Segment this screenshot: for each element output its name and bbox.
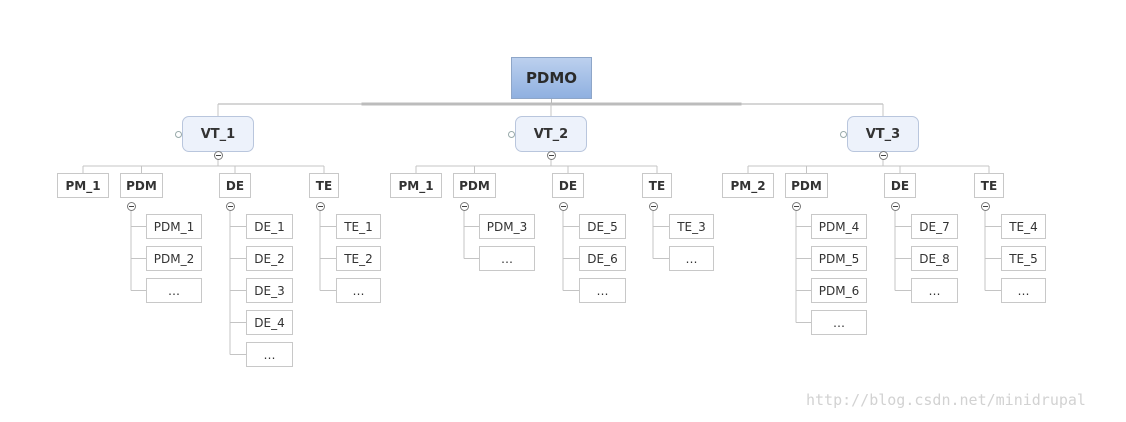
category-node-te[interactable]: TE	[309, 173, 339, 198]
collapse-toggle-icon[interactable]	[546, 150, 556, 160]
collapse-toggle-icon[interactable]	[126, 201, 136, 211]
leaf-node[interactable]: DE_8	[911, 246, 958, 271]
more-items-node[interactable]: …	[579, 278, 626, 303]
collapse-toggle-icon[interactable]	[225, 201, 235, 211]
more-items-node[interactable]: …	[911, 278, 958, 303]
branch-node-1[interactable]: VT_1	[182, 116, 254, 152]
more-items-node[interactable]: …	[336, 278, 381, 303]
leaf-node[interactable]: DE_6	[579, 246, 626, 271]
collapse-toggle-icon[interactable]	[980, 201, 990, 211]
category-node-pdm[interactable]: PDM	[453, 173, 496, 198]
category-node-pm_1[interactable]: PM_1	[57, 173, 109, 198]
branch-node-3[interactable]: VT_3	[847, 116, 919, 152]
more-items-node[interactable]: …	[479, 246, 535, 271]
collapse-toggle-icon[interactable]	[890, 201, 900, 211]
branch-node-2[interactable]: VT_2	[515, 116, 587, 152]
root-node[interactable]: PDMO	[511, 57, 592, 99]
leaf-node[interactable]: DE_5	[579, 214, 626, 239]
category-node-de[interactable]: DE	[219, 173, 251, 198]
more-items-node[interactable]: …	[146, 278, 202, 303]
collapse-toggle-icon[interactable]	[459, 201, 469, 211]
leaf-node[interactable]: DE_3	[246, 278, 293, 303]
more-items-node[interactable]: …	[811, 310, 867, 335]
category-node-te[interactable]: TE	[974, 173, 1004, 198]
collapse-toggle-icon[interactable]	[648, 201, 658, 211]
leaf-node[interactable]: TE_3	[669, 214, 714, 239]
more-items-node[interactable]: …	[1001, 278, 1046, 303]
connector-point-icon	[507, 130, 515, 138]
leaf-node[interactable]: TE_4	[1001, 214, 1046, 239]
leaf-node[interactable]: PDM_4	[811, 214, 867, 239]
category-node-pdm[interactable]: PDM	[120, 173, 163, 198]
leaf-node[interactable]: PDM_3	[479, 214, 535, 239]
category-node-pm_1[interactable]: PM_1	[390, 173, 442, 198]
leaf-node[interactable]: DE_1	[246, 214, 293, 239]
watermark-url: http://blog.csdn.net/minidrupal	[806, 391, 1086, 409]
leaf-node[interactable]: DE_4	[246, 310, 293, 335]
category-node-te[interactable]: TE	[642, 173, 672, 198]
category-node-de[interactable]: DE	[552, 173, 584, 198]
collapse-toggle-icon[interactable]	[791, 201, 801, 211]
leaf-node[interactable]: PDM_6	[811, 278, 867, 303]
leaf-node[interactable]: PDM_5	[811, 246, 867, 271]
leaf-node[interactable]: TE_1	[336, 214, 381, 239]
leaf-node[interactable]: PDM_1	[146, 214, 202, 239]
connector-point-icon	[174, 130, 182, 138]
collapse-toggle-icon[interactable]	[315, 201, 325, 211]
leaf-node[interactable]: PDM_2	[146, 246, 202, 271]
connector-point-icon	[839, 130, 847, 138]
collapse-toggle-icon[interactable]	[558, 201, 568, 211]
leaf-node[interactable]: TE_5	[1001, 246, 1046, 271]
category-node-de[interactable]: DE	[884, 173, 916, 198]
more-items-node[interactable]: …	[246, 342, 293, 367]
leaf-node[interactable]: DE_2	[246, 246, 293, 271]
leaf-node[interactable]: DE_7	[911, 214, 958, 239]
collapse-toggle-icon[interactable]	[878, 150, 888, 160]
collapse-toggle-icon[interactable]	[213, 150, 223, 160]
more-items-node[interactable]: …	[669, 246, 714, 271]
leaf-node[interactable]: TE_2	[336, 246, 381, 271]
category-node-pm_2[interactable]: PM_2	[722, 173, 774, 198]
category-node-pdm[interactable]: PDM	[785, 173, 828, 198]
